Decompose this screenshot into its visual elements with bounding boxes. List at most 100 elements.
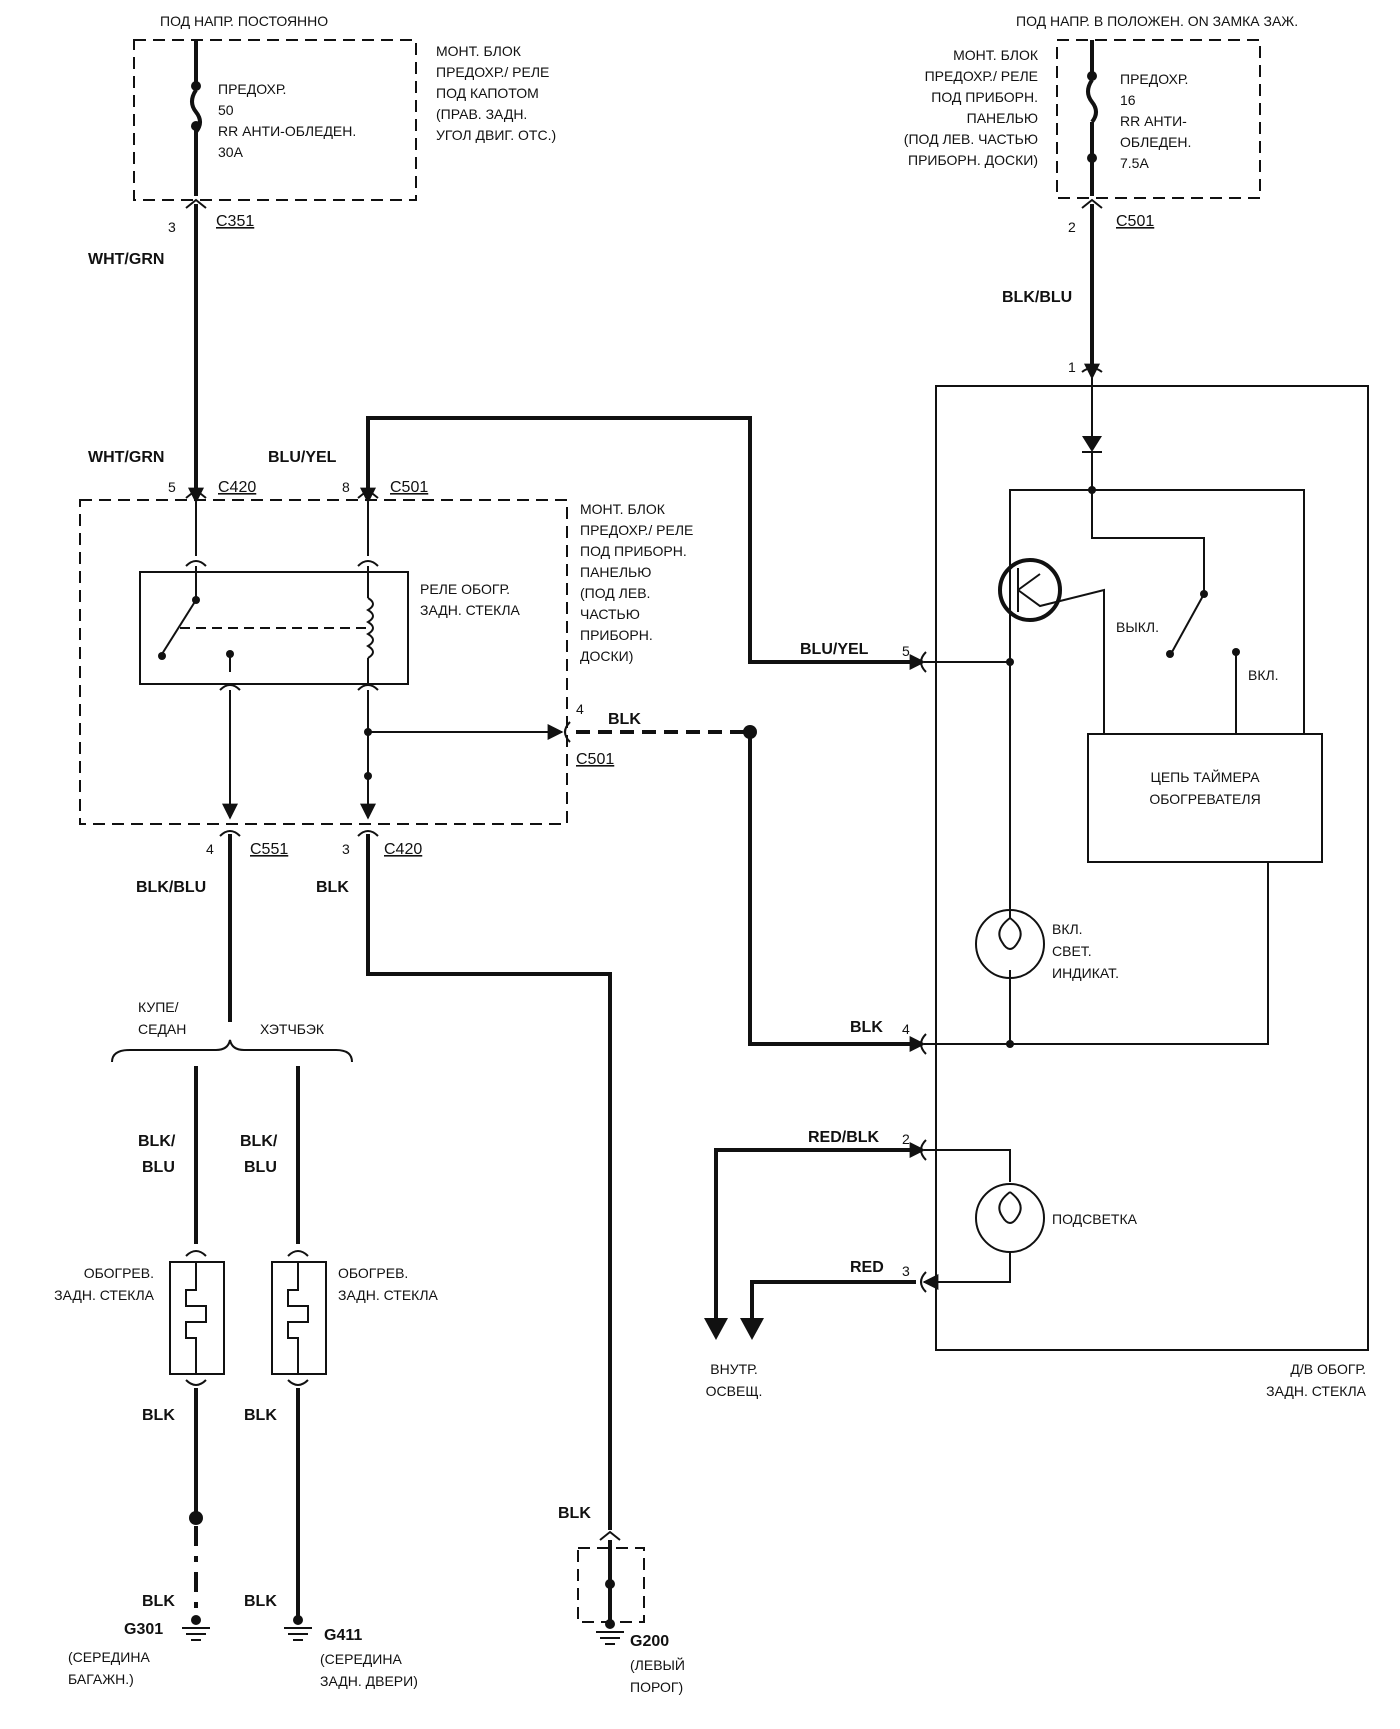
heater-left-grid-icon — [185, 1262, 207, 1374]
heater-right-wire-ground: BLK — [244, 1593, 277, 1610]
c501-connector-label-top: C501 — [1116, 213, 1154, 230]
wire-red-blk — [714, 1148, 916, 1318]
relay-block: WHT/GRN BLU/YEL 5 C420 8 C501 РЕЛЕ ОБОГР… — [79, 416, 918, 1530]
fuse-16-supply-label: ПОД НАПР. В ПОЛОЖЕН. ON ЗАМКА ЗАЖ. — [1016, 13, 1298, 29]
dash-box-label-2: ПРЕДОХР./ РЕЛЕ — [925, 68, 1038, 84]
wire-red — [750, 1280, 916, 1318]
wire-wht-grn-upper: WHT/GRN — [88, 251, 164, 268]
c420-label-top: C420 — [218, 479, 256, 496]
c420-pin-3: 3 — [342, 841, 350, 857]
fuse-50-node-top — [191, 81, 201, 91]
dash-relay-box-label-7: ПРИБОРН. — [580, 627, 653, 643]
wire-blu-yel-top: BLU/YEL — [268, 449, 337, 466]
fuse-50-node-bottom — [191, 121, 201, 131]
fuse-16-label-5: 7.5А — [1120, 155, 1149, 171]
c351-pin: 3 — [168, 219, 176, 235]
heater-left-label-1: ОБОГРЕВ. — [84, 1265, 154, 1281]
wire-blk-ground-g200 — [366, 834, 612, 1530]
timer-label-1: ЦЕПЬ ТАЙМЕРА — [1150, 768, 1260, 785]
fuse-50-label-2: 50 — [218, 102, 234, 118]
timer-transistor-icon — [998, 558, 1062, 622]
fuse-50-supply-label: ПОД НАПР. ПОСТОЯННО — [160, 13, 328, 29]
connector-c351-symbol — [185, 198, 207, 209]
wire-red-blk-label: RED/BLK — [808, 1129, 880, 1146]
dash-relay-box-label-5: (ПОД ЛЕВ. — [580, 585, 650, 601]
heater-left-wire-1: BLK/ — [138, 1133, 176, 1150]
fuse-50-label-4: 30А — [218, 144, 244, 160]
fuse-50-label-3: RR АНТИ-ОБЛЕДЕН. — [218, 123, 356, 139]
heater-right-label-1: ОБОГРЕВ. — [338, 1265, 408, 1281]
rear-defog-relay — [139, 571, 409, 685]
dash-relay-box-label-8: ДОСКИ) — [580, 648, 633, 664]
c501-pin-4: 4 — [576, 701, 584, 717]
dash-box-label-1: МОНТ. БЛОК — [953, 47, 1039, 63]
connector-c501-symbol — [1081, 198, 1103, 209]
split-left-label-1: КУПЕ/ — [138, 999, 179, 1015]
fuse-16-icon — [1086, 78, 1098, 124]
ground-g200-label: G200 — [630, 1633, 669, 1650]
split-left-label-2: СЕДАН — [138, 1021, 186, 1037]
ground-g301-location-1: (СЕРЕДИНА — [68, 1649, 150, 1665]
switch-name-1: Д/В ОБОГР. — [1290, 1361, 1366, 1377]
fuse-50-label-1: ПРЕДОХР. — [218, 81, 286, 97]
interior-light-arrow-2 — [740, 1318, 764, 1340]
backlight-lamp-icon — [975, 1183, 1045, 1253]
dash-fuse-relay-box-outline — [79, 499, 568, 825]
interior-light-arrow-1 — [704, 1318, 728, 1340]
heater-right-wire-bottom: BLK — [244, 1407, 277, 1424]
c420-pin-5: 5 — [168, 479, 176, 495]
interior-light-label-2: ОСВЕЩ. — [706, 1383, 763, 1399]
dash-box-label-4: ПАНЕЛЬЮ — [967, 110, 1038, 126]
ground-g301-icon — [182, 1627, 210, 1641]
ground-g301-label: G301 — [124, 1621, 163, 1638]
switch-name-2: ЗАДН. СТЕКЛА — [1266, 1383, 1367, 1399]
underhood-box-label-2: ПРЕДОХР./ РЕЛЕ — [436, 64, 549, 80]
c501-pin-2: 2 — [1068, 219, 1076, 235]
heater-right-wire-2: BLU — [244, 1159, 277, 1176]
interior-light-label-1: ВНУТР. — [710, 1361, 757, 1377]
wire-red-label: RED — [850, 1259, 884, 1276]
heater-left-wire-ground: BLK — [142, 1593, 175, 1610]
switch-off-label: ВЫКЛ. — [1116, 619, 1159, 635]
fuse-16-label-1: ПРЕДОХР. — [1120, 71, 1188, 87]
defroster-switch-outline — [935, 385, 1369, 1351]
heater-right-wire-1: BLK/ — [240, 1133, 278, 1150]
wire-blk-side: BLK — [608, 711, 641, 728]
body-style-split: КУПЕ/ СЕДАН ХЭТЧБЭК — [111, 999, 353, 1063]
heater-left-label-2: ЗАДН. СТЕКЛА — [54, 1287, 155, 1303]
c501-label-mid: C501 — [390, 479, 428, 496]
c420-label-bottom: C420 — [384, 841, 422, 858]
relay-coil-icon — [366, 597, 374, 659]
ground-g200-icon — [596, 1631, 624, 1645]
switch-pin-5: 5 — [902, 643, 910, 659]
split-right-label: ХЭТЧБЭК — [260, 1021, 325, 1037]
dash-relay-box-label-6: ЧАСТЬЮ — [580, 606, 640, 622]
defroster-switch-unit: 1 ВЫКЛ. ВКЛ. 5 BLU/YEL ЦЕПЬ ТАЙМЕРА ОБОГ… — [704, 359, 1369, 1399]
underhood-box-label-1: МОНТ. БЛОК — [436, 43, 522, 59]
split-brace — [111, 1039, 353, 1063]
switch-pin-4: 4 — [902, 1021, 910, 1037]
heater-left-circuit: BLK/ BLU ОБОГРЕВ. ЗАДН. СТЕКЛА BLK BLK G… — [54, 1066, 225, 1687]
ground-g411-label: G411 — [324, 1627, 362, 1644]
switch-on-label: ВКЛ. — [1248, 667, 1279, 683]
fuse-16-block: ПОД НАПР. В ПОЛОЖЕН. ON ЗАМКА ЗАЖ. ПРЕДО… — [904, 13, 1298, 372]
ground-g301-location-2: БАГАЖН.) — [68, 1671, 134, 1687]
underhood-box-label-3: ПОД КАПОТОМ — [436, 85, 539, 101]
heater-left-wire-bottom: BLK — [142, 1407, 175, 1424]
c501-label-side: C501 — [576, 751, 614, 768]
underhood-box-label-4: (ПРАВ. ЗАДН. — [436, 106, 527, 122]
wire-blk-switch — [748, 732, 918, 1046]
dash-relay-box-label-4: ПАНЕЛЬЮ — [580, 564, 651, 580]
switch-pin-3: 3 — [902, 1263, 910, 1279]
wire-blk-blu-relay: BLK/BLU — [136, 879, 206, 896]
c351-connector-label: C351 — [216, 213, 254, 230]
ground-g411-location-1: (СЕРЕДИНА — [320, 1651, 402, 1667]
switch-pin-2: 2 — [902, 1131, 910, 1147]
c501-pin-8: 8 — [342, 479, 350, 495]
dash-relay-box-label-1: МОНТ. БЛОК — [580, 501, 666, 517]
dash-box-label-6: ПРИБОРН. ДОСКИ) — [908, 152, 1038, 168]
indicator-label-2: СВЕТ. — [1052, 943, 1092, 959]
wire-blk-blu-top: BLK/BLU — [1002, 289, 1072, 306]
dash-box-label-3: ПОД ПРИБОРН. — [931, 89, 1038, 105]
